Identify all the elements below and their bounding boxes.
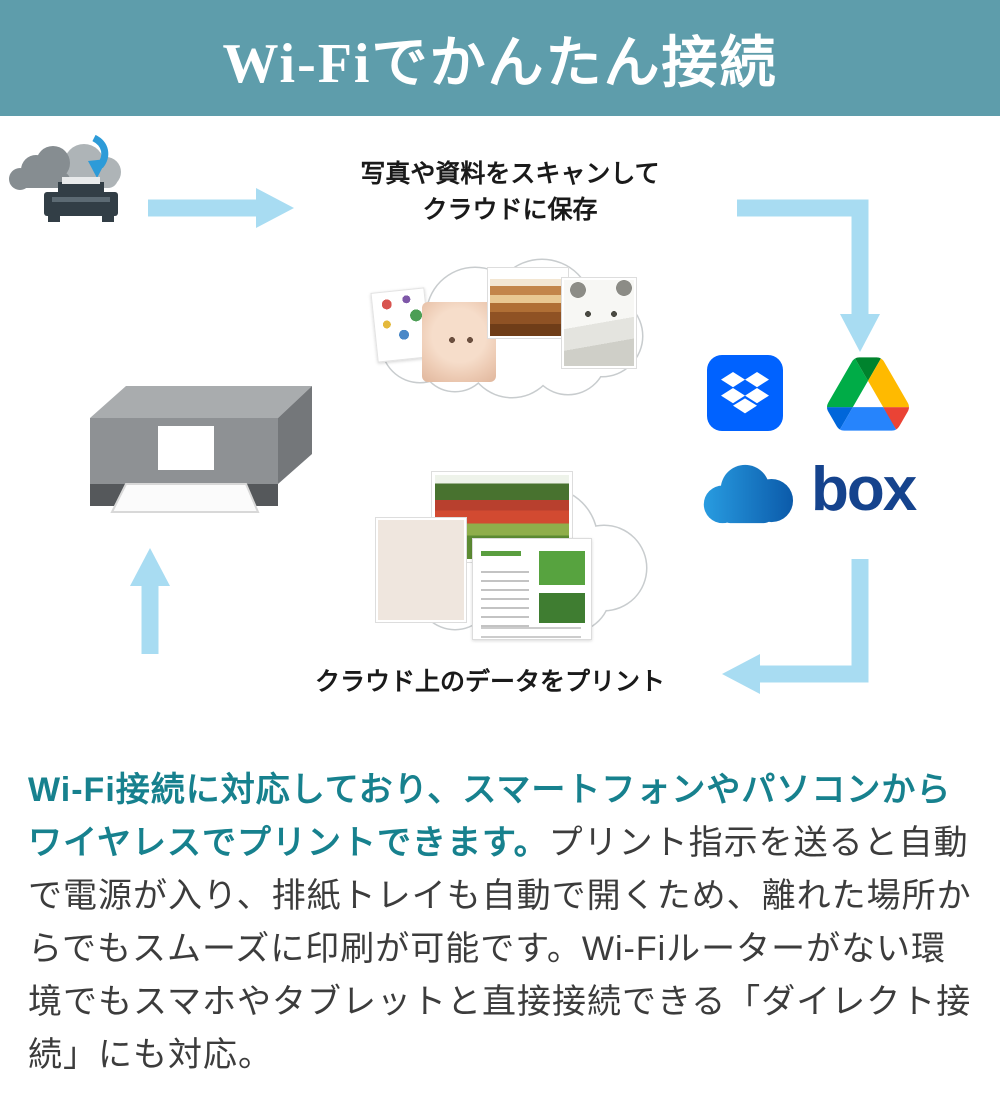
- print-caption: クラウド上のデータをプリント: [314, 668, 665, 696]
- scan-cloud-graphic: [360, 244, 660, 412]
- printer-to-cloud-upload-icon: [9, 134, 121, 222]
- google-drive-icon: [827, 357, 909, 431]
- flow-cycle-arrows: [130, 188, 880, 694]
- description-paragraph: Wi-Fi接続に対応しており、スマートフォンやパソコンからワイヤレスでプリントで…: [28, 764, 972, 1082]
- dropbox-icon: [707, 355, 783, 431]
- printer-illustration: [90, 386, 312, 513]
- photo-pancakes: [488, 268, 568, 338]
- description-section: Wi-Fi接続に対応しており、スマートフォンやパソコンからワイヤレスでプリントで…: [0, 740, 1000, 1082]
- wifi-flow-diagram: 写真や資料をスキャンして クラウドに保存: [0, 116, 1000, 740]
- print-cloud-graphic: [360, 466, 660, 654]
- photo-girl: [376, 518, 466, 622]
- photo-cat: [562, 278, 636, 368]
- box-logo: box: [811, 455, 917, 524]
- cloud-services: box: [695, 351, 925, 651]
- header-banner: Wi-Fiでかんたん接続: [0, 0, 1000, 116]
- page-title: Wi-Fiでかんたん接続: [222, 32, 778, 95]
- description-highlight: Wi-Fi接続に対応しており、スマートフォンやパソコンからワイヤレスでプリントで…: [28, 771, 952, 862]
- scan-caption-line1: 写真や資料をスキャンして: [360, 160, 660, 188]
- description-body: プリント指示を送ると自動で電源が入り、排紙トレイも自動で開くため、離れた場所から…: [28, 824, 972, 1074]
- scan-caption-line2: クラウドに保存: [422, 196, 598, 224]
- onedrive-icon: [697, 463, 797, 525]
- scan-caption: 写真や資料をスキャンして クラウドに保存: [290, 156, 730, 228]
- photo-document: [472, 538, 592, 640]
- photo-baby: [422, 302, 496, 382]
